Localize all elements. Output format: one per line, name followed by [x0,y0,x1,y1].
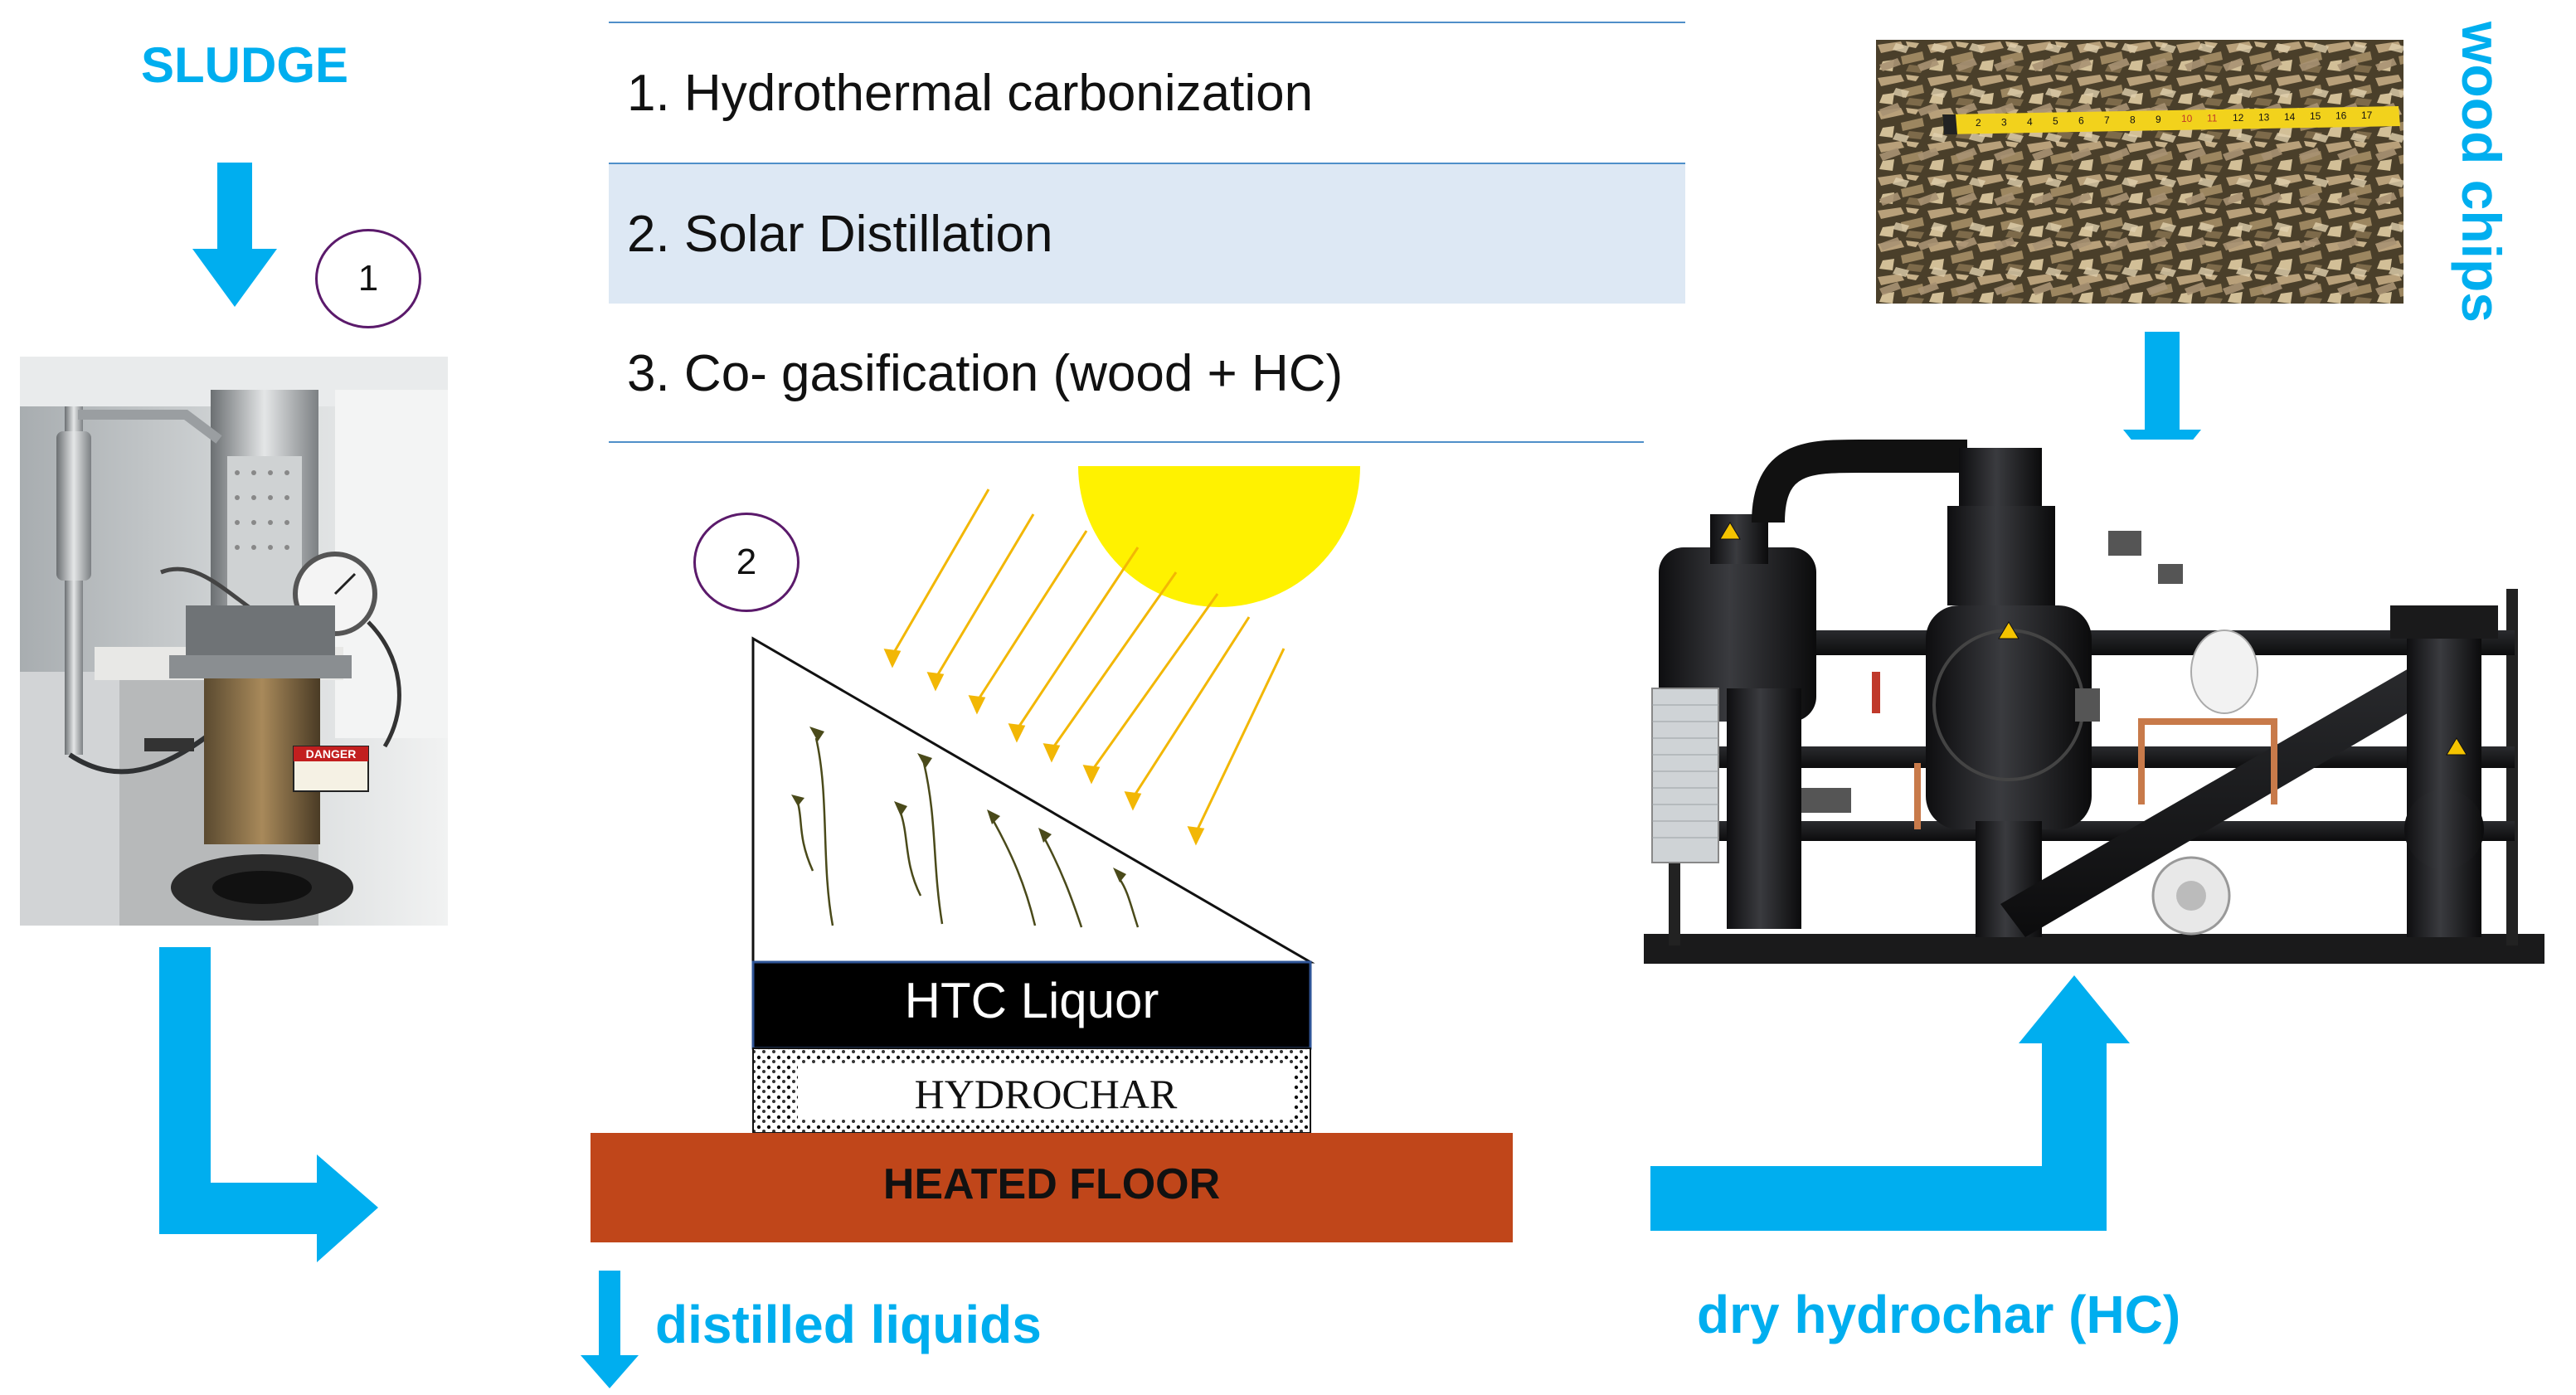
reactor-to-still-arrow [159,947,378,1262]
ruler-number: 17 [2361,109,2373,121]
ruler-number: 11 [2207,113,2218,124]
ruler-number: 5 [2053,115,2058,127]
wood-chips-photo: 2 3 4 5 6 7 8 9 10 11 12 13 14 15 16 17 [1876,40,2403,304]
heated-floor-label: HEATED FLOOR [882,1160,1221,1208]
hydrochar-to-gasifier-arrow [1650,975,2130,1231]
step-1-circle: 1 [315,229,421,328]
vapor-arrowheads [791,727,1126,882]
gasifier-photo [1644,440,2544,967]
vapor-arrows [796,737,1140,928]
ruler-number: 8 [2130,114,2136,125]
hydrochar-label: HYDROCHAR [914,1071,1178,1117]
wood-chips-label: wood chips [2451,22,2512,323]
sludge-down-arrow [192,163,277,307]
ruler-number: 7 [2104,114,2110,126]
ruler-number: 15 [2310,110,2321,122]
htc-reactor-photo: DANGER [20,357,448,926]
step-3-text: 3. Co- gasification (wood + HC) [627,344,1344,402]
sun-icon [1078,466,1360,607]
step-1-row: 1. Hydrothermal carbonization [609,23,1685,163]
ruler-number: 2 [1976,117,1981,129]
sludge-label: SLUDGE [141,37,349,93]
ruler-number: 16 [2335,110,2347,122]
tape-measure [1942,106,2400,134]
ruler-number: 14 [2284,111,2296,123]
sun-rays [883,488,1286,846]
still-glass-cover [751,636,1315,964]
step-2-text: 2. Solar Distillation [627,205,1053,263]
ruler-number: 6 [2078,115,2084,127]
step-2-circle: 2 [693,513,800,612]
htc-liquor-label: HTC Liquor [904,973,1159,1028]
ruler-number: 9 [2156,114,2161,125]
table-rule-1 [609,163,1685,164]
ruler-number: 13 [2258,111,2270,123]
step-3-row: 3. Co- gasification (wood + HC) [609,304,1685,443]
ruler-number: 3 [2001,116,2007,128]
step-2-row: 2. Solar Distillation [609,164,1685,304]
step-1-text: 1. Hydrothermal carbonization [627,64,1314,122]
ruler-number: 12 [2233,112,2244,124]
dry-hydrochar-label: dry hydrochar (HC) [1697,1285,2181,1344]
distilled-liquids-label: distilled liquids [655,1295,1042,1354]
distilled-liquids-arrow [581,1271,639,1388]
ruler-number: 10 [2181,113,2193,124]
table-bottom-rule [609,441,1685,443]
danger-sign-text: DANGER [306,747,357,761]
table-top-rule [609,22,1685,23]
ruler-number: 4 [2027,116,2033,128]
